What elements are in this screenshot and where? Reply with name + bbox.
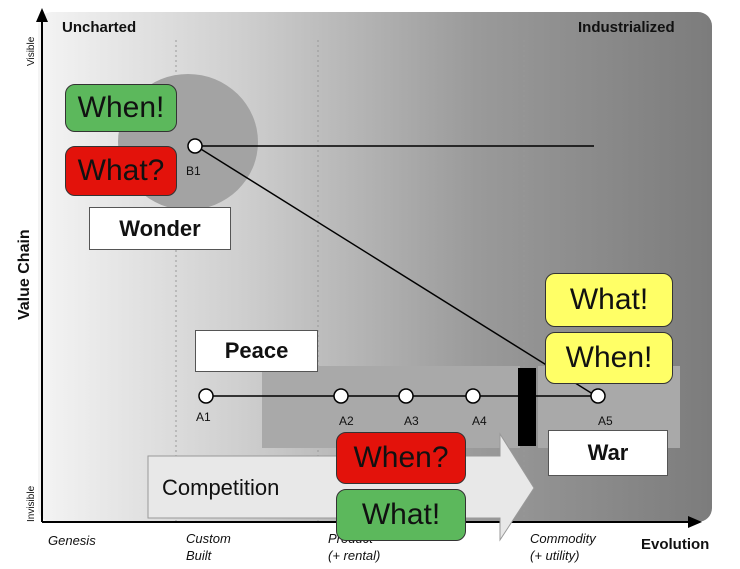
node-a4 — [465, 388, 481, 404]
inertia-barrier — [518, 368, 536, 446]
peace-when-tag: When? — [336, 432, 466, 484]
war-when-tag: When! — [545, 332, 673, 384]
b1-diagonal-line — [195, 145, 597, 397]
node-a5 — [590, 388, 606, 404]
wonder-what-tag: What? — [65, 146, 177, 196]
wonder-when-tag: When! — [65, 84, 177, 132]
industrialized-label: Industrialized — [578, 19, 675, 36]
node-a3 — [398, 388, 414, 404]
node-b1-label: B1 — [186, 164, 201, 178]
evolution-label: Evolution — [641, 536, 710, 553]
war-what-tag: What! — [545, 273, 673, 327]
y-axis-arrowhead — [36, 8, 48, 22]
war-box: War — [548, 430, 668, 476]
stage-genesis: Genesis — [48, 533, 96, 548]
node-b1 — [187, 138, 203, 154]
value-chain-label: Value Chain — [16, 229, 33, 320]
invisible-label: Invisible — [26, 485, 37, 522]
node-a5-label: A5 — [598, 414, 613, 428]
node-a4-label: A4 — [472, 414, 487, 428]
peace-what-tag: What! — [336, 489, 466, 541]
uncharted-label: Uncharted — [62, 19, 137, 36]
node-a1 — [198, 388, 214, 404]
node-a3-label: A3 — [404, 414, 419, 428]
node-a2-label: A2 — [339, 414, 354, 428]
competition-label: Competition — [162, 475, 280, 500]
stage-commodity: Commodity(+ utility) — [530, 531, 596, 563]
wonder-box: Wonder — [89, 207, 231, 250]
x-axis-arrowhead — [688, 516, 702, 528]
peace-box: Peace — [195, 330, 318, 372]
node-a1-label: A1 — [196, 410, 211, 424]
visible-label: Visible — [26, 36, 37, 66]
node-a2 — [333, 388, 349, 404]
